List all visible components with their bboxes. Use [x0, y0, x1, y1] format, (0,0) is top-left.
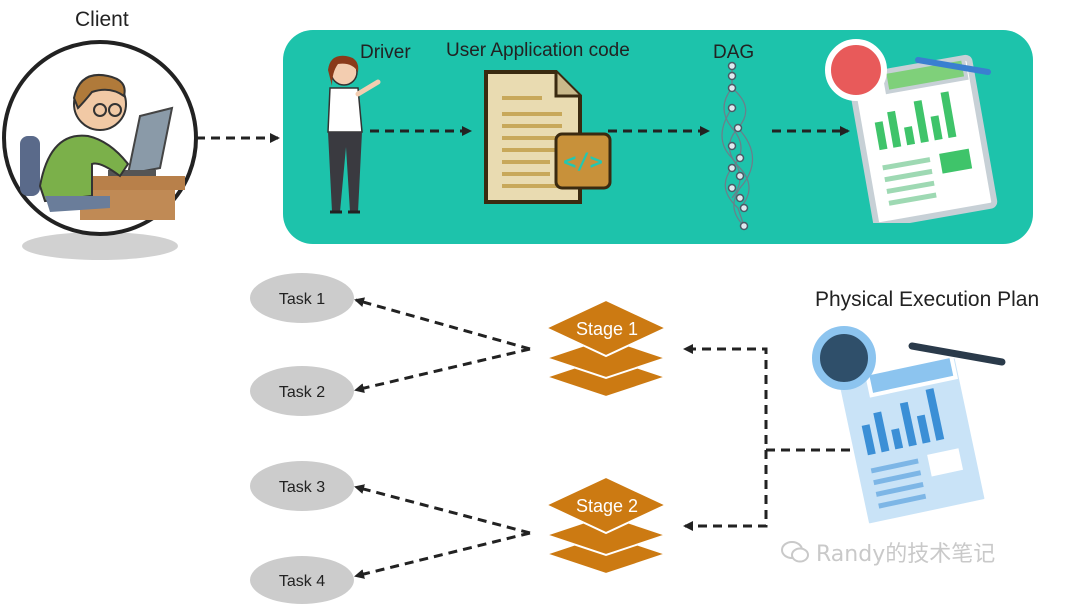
arrow-stage2-to-task3	[354, 484, 531, 535]
laptop-icon	[126, 106, 174, 176]
task-3-node: Task 3	[250, 461, 354, 511]
arrow-stage1-to-task2	[354, 347, 531, 394]
arrow-stage2-to-task4	[354, 531, 531, 579]
watermark-text: Randy的技术笔记	[816, 542, 996, 567]
physical-plan-label: Physical Execution Plan	[815, 288, 1040, 311]
task-4-node: Task 4	[250, 556, 354, 604]
arrow-stage1-to-task1	[354, 297, 531, 351]
arrow-plan-to-stage2	[683, 450, 768, 531]
watermark: Randy的技术笔记	[780, 536, 995, 568]
task-1-label: Task 1	[279, 291, 325, 308]
task-4-label: Task 4	[279, 573, 325, 590]
person-body	[38, 134, 130, 203]
stage-2-node: Stage 2	[542, 475, 670, 576]
client-illustration	[2, 40, 198, 260]
driver-label: Driver	[360, 42, 411, 63]
dag-graphic	[721, 61, 754, 231]
chair	[20, 136, 40, 196]
task-1-node: Task 1	[250, 273, 354, 323]
task-2-label: Task 2	[279, 384, 325, 401]
client-label: Client	[75, 8, 129, 31]
task-2-node: Task 2	[250, 366, 354, 416]
chat-icon	[781, 541, 809, 563]
driver-figure	[327, 55, 381, 214]
app-code-label: User Application code	[446, 40, 630, 61]
client-desk	[70, 176, 185, 190]
client-shadow	[22, 232, 178, 260]
arrow-plan-to-stage1	[683, 344, 850, 452]
report-icon	[825, 39, 998, 223]
physical-plan-icon	[812, 326, 1006, 527]
code-document-icon: </>	[484, 70, 612, 204]
stage-1-label: Stage 1	[576, 319, 638, 339]
dag-label: DAG	[713, 42, 755, 63]
svg-text:</>: </>	[563, 150, 603, 175]
stage-2-label: Stage 2	[576, 496, 638, 516]
stage-1-node: Stage 1	[542, 298, 670, 399]
task-3-label: Task 3	[279, 479, 325, 496]
